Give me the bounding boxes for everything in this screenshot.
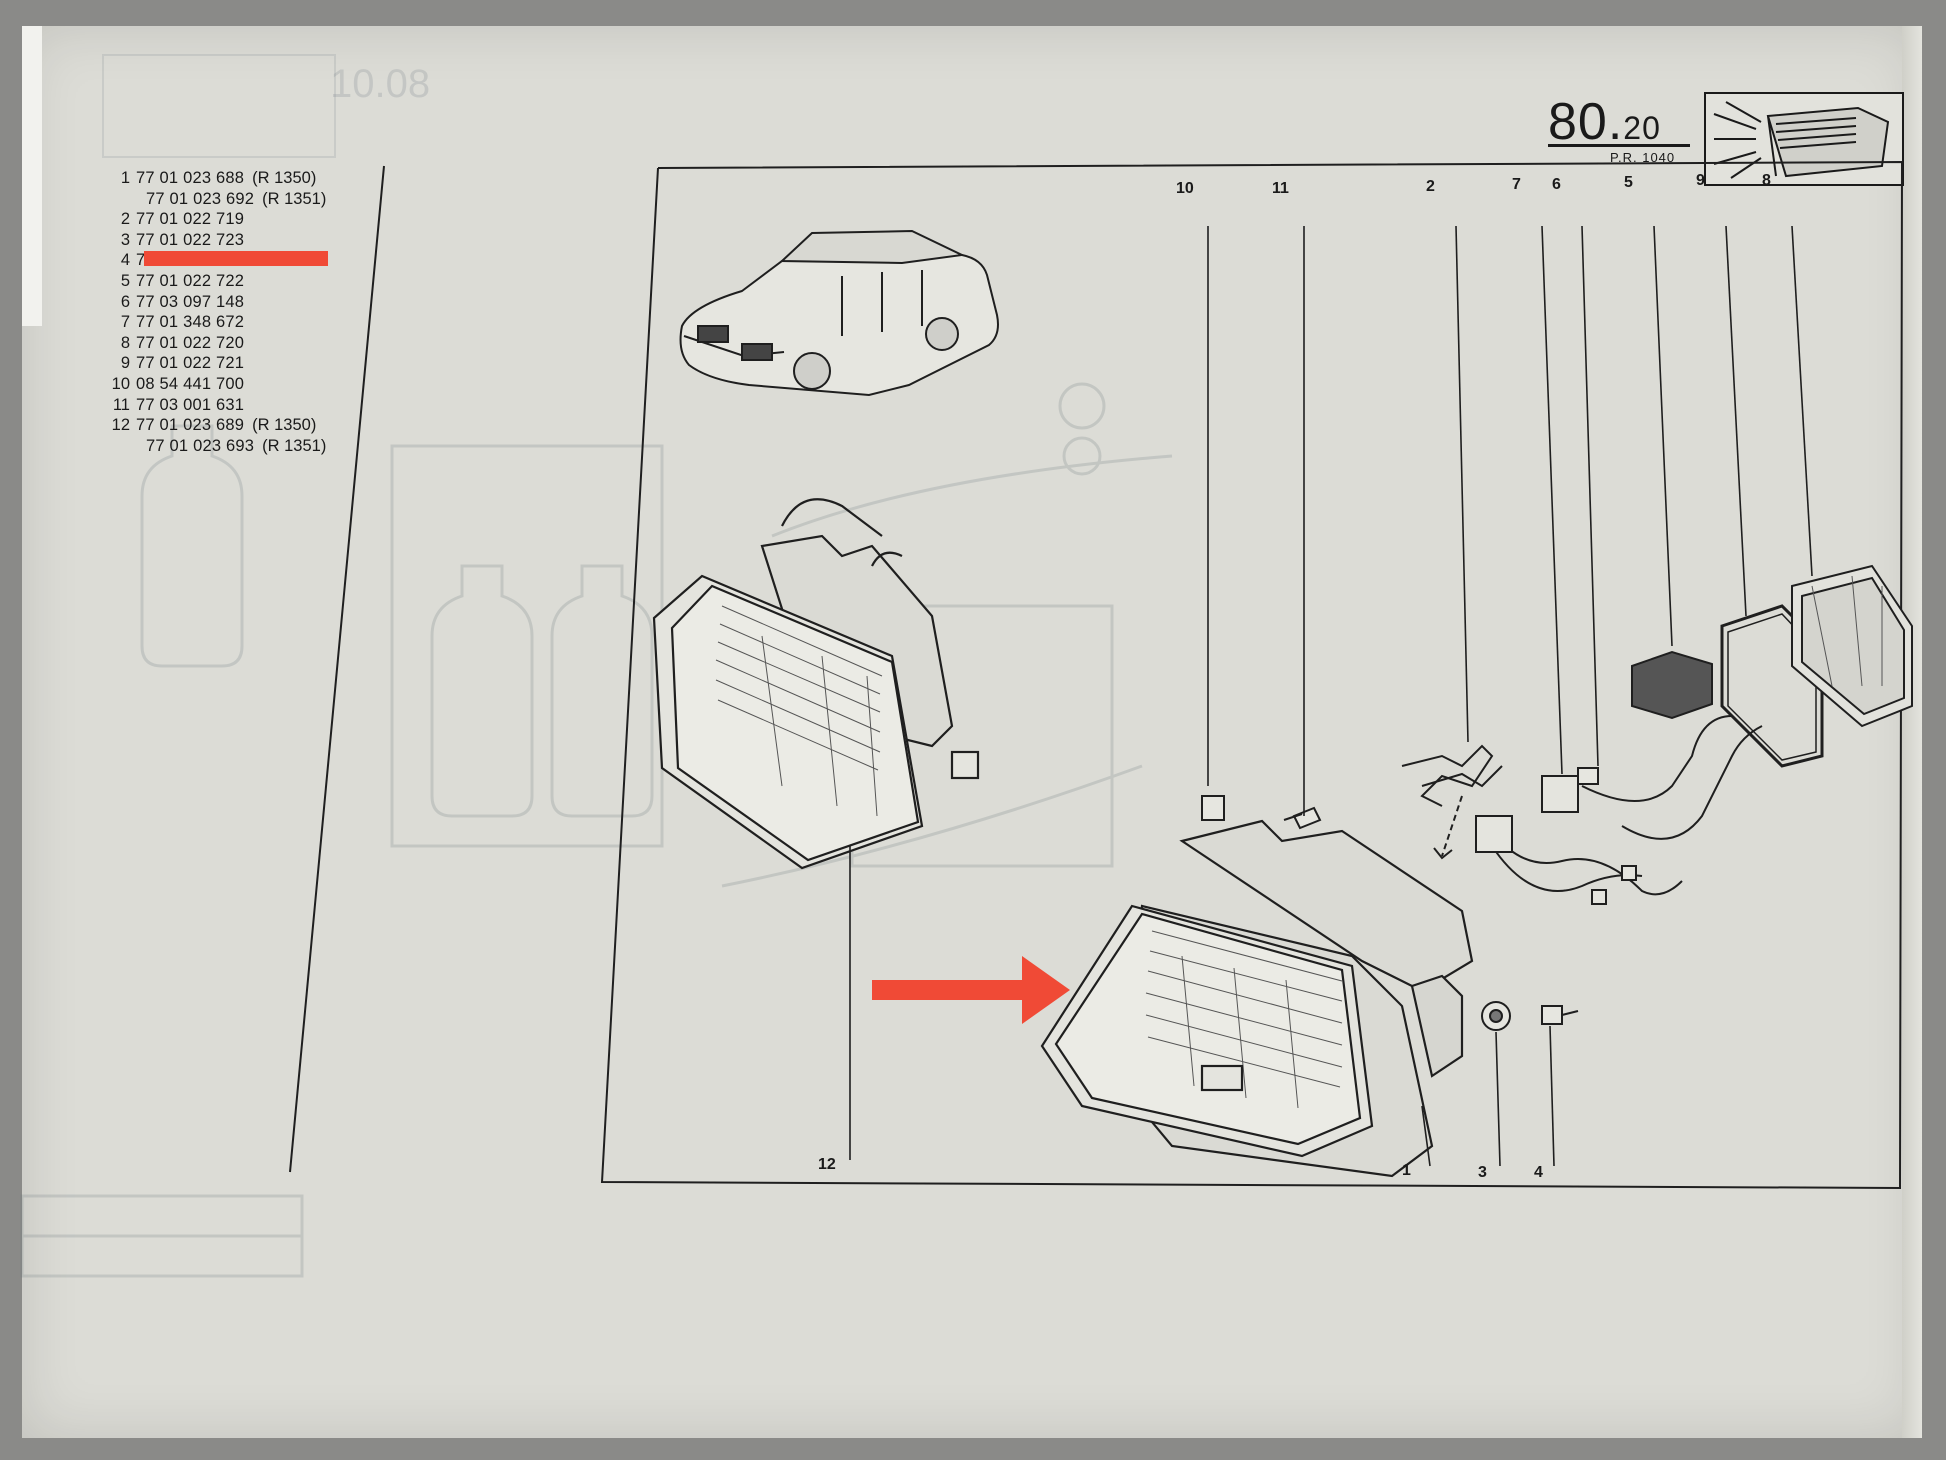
ghost-section-code: 10.08 [330, 62, 431, 106]
redaction-mark [144, 251, 328, 266]
spring-clip-2 [1401, 744, 1503, 860]
catalog-page: 10.08 80.20 P.R. 1040 [20, 26, 1922, 1438]
cover-8 [1791, 564, 1913, 728]
headlamp-icon [1713, 101, 1890, 179]
callout-2: 2 [1426, 178, 1435, 195]
arrow-right-icon [872, 956, 1070, 1024]
page-edge-right [1902, 26, 1922, 1438]
part-row: 77 01 023 692(R 1351) [146, 189, 327, 208]
callout-10: 10 [1176, 180, 1194, 197]
section-underline [1548, 144, 1690, 147]
page-ref-label: P.R. 1040 [1610, 150, 1676, 165]
car-illustration [679, 229, 999, 397]
callout-1: 1 [1402, 1162, 1411, 1179]
callout-11: 11 [1272, 180, 1289, 197]
frame-lines [289, 160, 1904, 1190]
wiring-harness [1475, 650, 1763, 905]
section-icon-box [1704, 92, 1904, 186]
callout-7: 7 [1512, 176, 1521, 193]
page-edge [22, 26, 42, 326]
part-row: 77 01 023 693(R 1351) [146, 436, 327, 455]
callout-5: 5 [1624, 174, 1633, 191]
headlamp-12 [652, 498, 980, 870]
gasket-9 [1720, 604, 1824, 768]
callout-8: 8 [1762, 172, 1771, 189]
callout-9: 9 [1696, 172, 1705, 189]
section-code: 80.20 [1548, 93, 1661, 151]
callout-12: 12 [818, 1156, 836, 1173]
headlamp-1 [1040, 819, 1474, 1178]
callout-4: 4 [1534, 1164, 1543, 1181]
exploded-diagram [652, 225, 1913, 1178]
small-parts [1201, 767, 1599, 1031]
callout-3: 3 [1478, 1164, 1487, 1181]
callout-6: 6 [1552, 176, 1561, 193]
ghost-icon-box [102, 54, 336, 158]
leader-lines [849, 225, 1813, 1167]
